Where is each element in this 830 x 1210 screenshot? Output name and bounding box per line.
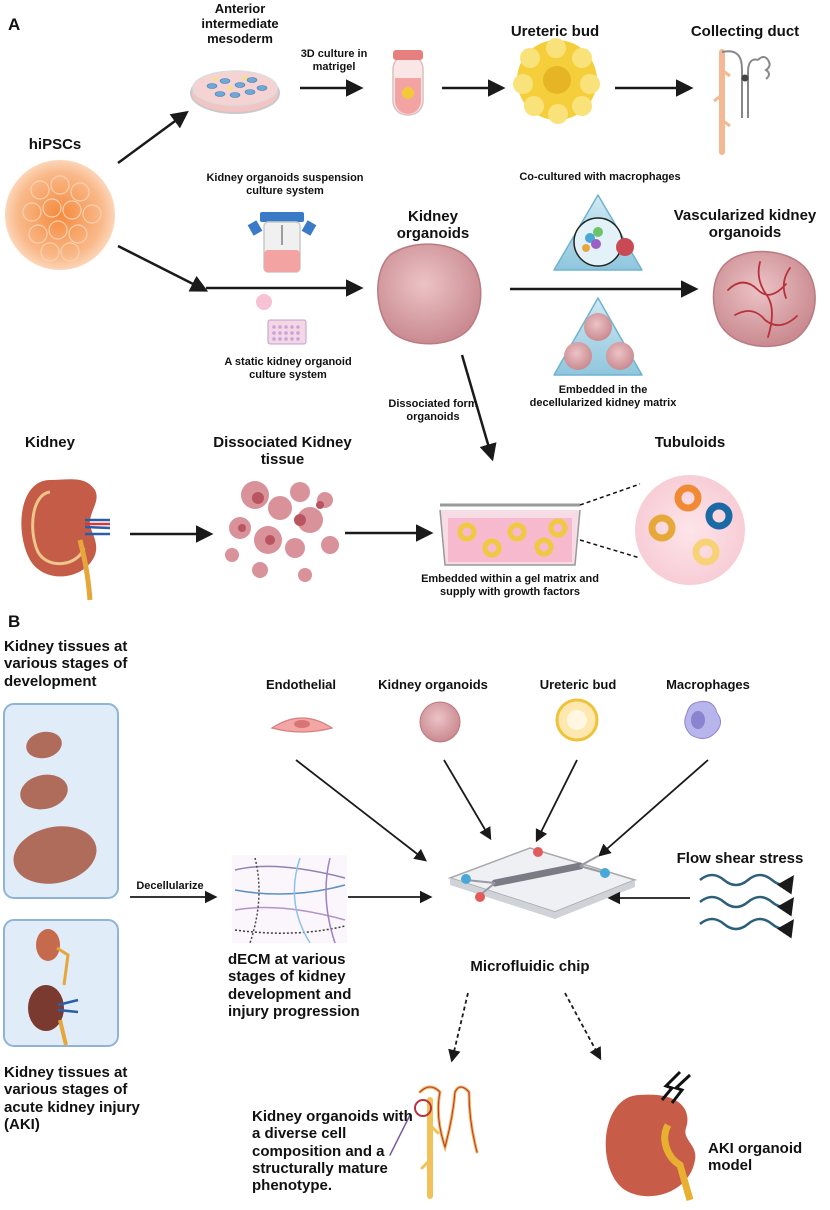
aki-kidney-icon (605, 1070, 696, 1201)
macrophages-label: Macrophages (666, 677, 750, 692)
collecting-duct-icon (713, 49, 771, 155)
ureteric-bud-label: Ureteric bud (510, 23, 600, 40)
dissociated-tissue-label: Dissociated Kidney tissue (213, 434, 352, 469)
collecting-duct-label: Collecting duct (690, 23, 800, 40)
aki-model-label: AKI organoid model (708, 1140, 803, 1175)
culture-3d-label: 3D culture in matrigel (300, 48, 368, 73)
microfluidic-chip-icon (447, 847, 638, 919)
hipscs-label: hiPSCs (28, 136, 82, 153)
kidney-label: Kidney (24, 434, 75, 451)
aki-stages-label: Kidney tissues at various stages of acut… (4, 1064, 140, 1133)
suspension-system-label: Kidney organoids suspension culture syst… (206, 172, 364, 197)
kidney-anatomy-icon (21, 479, 111, 601)
tubuloid-zoom-icon (635, 475, 745, 585)
flow-waves-icon (699, 873, 794, 939)
diverse-organoids-label: Kidney organoids with a diverse cell com… (252, 1108, 413, 1194)
decellularize-label: Decellularize (136, 880, 204, 892)
decm-label: dECM at various stages of kidney develop… (228, 951, 360, 1020)
dissociated-tissue-icon (225, 481, 339, 582)
bioreactor-icon (247, 212, 317, 273)
aki-kidneys-icon (28, 929, 79, 1046)
multiwell-plate-icon (256, 294, 307, 345)
test-tube-icon (392, 50, 424, 116)
panel-a-letter: A (8, 15, 21, 34)
tubuloids-label: Tubuloids (654, 434, 726, 451)
ureteric-bud-b-label: Ureteric bud (539, 677, 617, 692)
panel-b-dashed-arrows (448, 992, 602, 1063)
kidney-organoid-small-icon (419, 701, 461, 743)
coculture-gel-icon (553, 194, 643, 271)
petri-dish-icon (190, 70, 280, 114)
endothelial-label: Endothelial (265, 677, 337, 692)
zoom-line-bottom (579, 539, 641, 559)
dissociated-form-label: Dissociated form organoids (388, 398, 478, 423)
zoom-line-top (579, 483, 641, 506)
static-system-label: A static kidney organoid culture system (224, 356, 352, 381)
decellularized-matrix-icon (553, 297, 643, 376)
kidney-organoids-b-label: Kidney organoids (378, 677, 488, 692)
decm-fibers-icon (232, 855, 347, 944)
embedded-gel-label: Embedded within a gel matrix and supply … (421, 573, 599, 598)
developing-kidneys-icon (13, 731, 97, 884)
kidney-organoids-label: Kidney organoids (396, 208, 470, 243)
anterior-mesoderm-label: Anterior intermediate mesoderm (201, 1, 279, 46)
kidney-organoid-icon (377, 243, 482, 345)
ureteric-bud-icon (513, 38, 600, 124)
nephron-icon (389, 1085, 479, 1199)
vascularized-organoid-icon (712, 250, 816, 348)
flow-shear-label: Flow shear stress (676, 850, 804, 867)
cocultured-label: Co-cultured with macrophages (519, 171, 681, 183)
panel-b-letter: B (8, 612, 21, 631)
vascularized-label: Vascularized kidney organoids (673, 207, 817, 242)
hipsc-cluster-icon (5, 160, 115, 270)
transwell-icon (439, 503, 581, 566)
panel-a-arrows (117, 79, 699, 543)
embedded-decell-label: Embedded in the decellularized kidney ma… (529, 384, 677, 409)
development-stages-label: Kidney tissues at various stages of deve… (4, 638, 128, 690)
ureteric-bud-small-icon (555, 698, 599, 742)
endothelial-cell-icon (270, 717, 334, 733)
microfluidic-label: Microfluidic chip (470, 958, 590, 975)
macrophage-icon (684, 700, 721, 739)
panel-b-arrows (130, 759, 709, 905)
